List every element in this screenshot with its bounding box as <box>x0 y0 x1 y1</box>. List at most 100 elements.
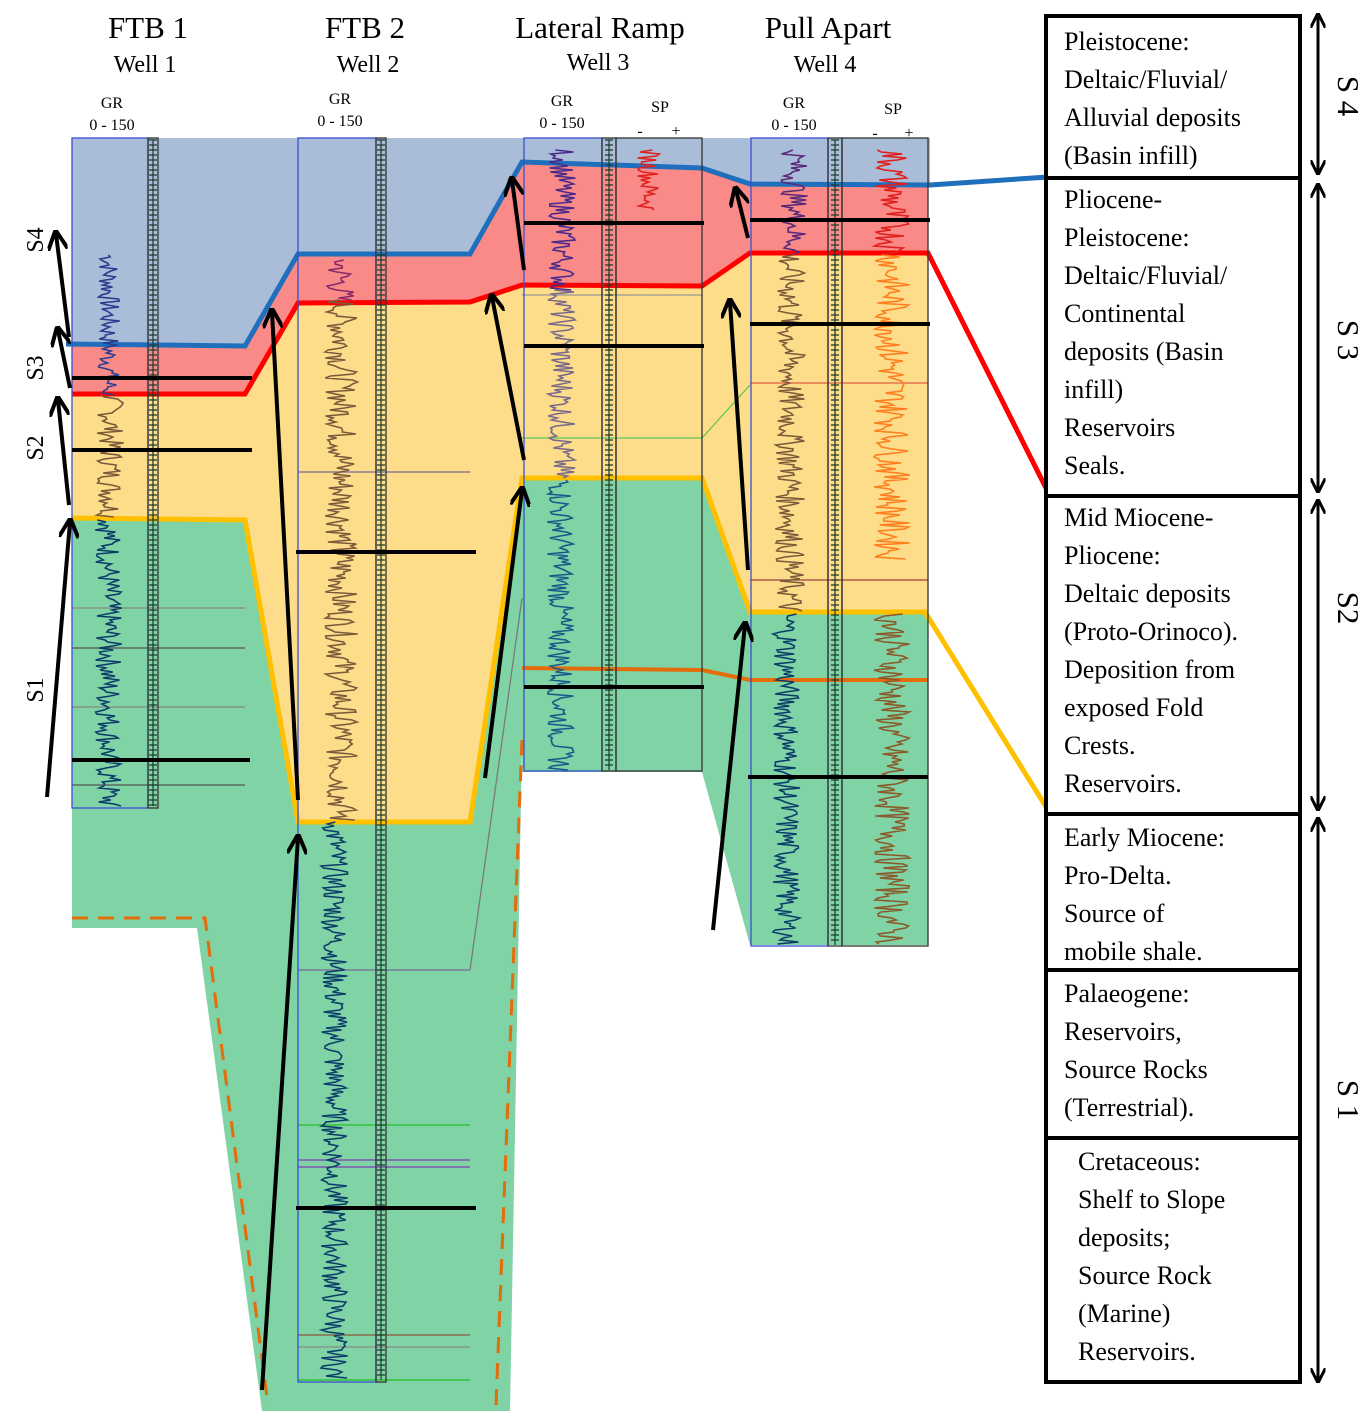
left-sequence-labels: S4 S3 S2 S1 <box>23 227 49 702</box>
legend-line: (Terrestrial). <box>1064 1093 1194 1122</box>
s3-base-line <box>72 250 1051 494</box>
legend-line: (Proto-Orinoco). <box>1064 617 1238 646</box>
legend-line: Reservoirs. <box>1064 769 1182 798</box>
well3-gr-trace-upper <box>547 149 577 291</box>
legend-line: Source Rocks <box>1064 1055 1208 1084</box>
legend-line: Pleistocene: <box>1064 223 1190 252</box>
well4-sp-track <box>841 137 929 947</box>
legend-line: Crests. <box>1064 731 1136 760</box>
left-label-s2: S2 <box>23 435 49 460</box>
legend-line: Palaeogene: <box>1064 979 1190 1008</box>
legend-line: (Basin infill) <box>1064 141 1198 170</box>
legend-line: Mid Miocene- <box>1064 503 1213 532</box>
well2-gr-label: GR <box>329 91 352 108</box>
legend-box-early-miocene <box>1044 812 1302 972</box>
s2-zone-fill <box>72 255 928 820</box>
well3-sp-minus: - <box>637 123 642 140</box>
right-label-s4: S 4 <box>1331 76 1365 117</box>
legend-line: Seals. <box>1064 451 1125 480</box>
legend-line: mobile shale. <box>1064 937 1203 966</box>
depth-ladder <box>831 139 839 945</box>
well-headers: FTB 1 Well 1 GR 0 - 150 FTB 2 Well 2 GR … <box>89 10 913 142</box>
well2-title: FTB 2 <box>325 10 405 45</box>
legend-line: Cretaceous: <box>1078 1147 1201 1176</box>
legend-line: deposits; <box>1078 1223 1170 1252</box>
s4-zone-fill <box>72 138 930 345</box>
legend-line: Deposition from <box>1064 655 1235 684</box>
well2-subtitle: Well 2 <box>337 52 400 78</box>
well3-sp-track <box>615 137 703 772</box>
s1-dashed-boundary-right <box>494 739 524 1406</box>
right-label-s3: S 3 <box>1331 320 1365 361</box>
log-tracks <box>71 137 929 1383</box>
legend-line: Pliocene: <box>1064 541 1161 570</box>
well3-title: Lateral Ramp <box>515 10 685 45</box>
legend-line: Early Miocene: <box>1064 823 1225 852</box>
well3-gr-label: GR <box>551 93 574 110</box>
legend-line: Reservoirs. <box>1078 1337 1196 1366</box>
left-label-s1: S1 <box>23 677 49 702</box>
well3-sp-label: SP <box>651 99 669 116</box>
well4-sp-trace-upper <box>871 149 910 255</box>
well4-gr-label: GR <box>783 95 806 112</box>
right-sequence-labels: S 4 S 3 S2 S 1 <box>1331 76 1365 1121</box>
well3-sp-trace <box>635 149 662 211</box>
well3-subtitle: Well 3 <box>567 50 630 76</box>
legend-line: Alluvial deposits <box>1064 103 1241 132</box>
well2-gr-trace-top <box>325 259 354 301</box>
depth-ladder <box>149 139 157 806</box>
legend-line: Deltaic/Fluvial/ <box>1064 261 1228 290</box>
well4-sp-label: SP <box>884 101 902 118</box>
legend-line: Deltaic deposits <box>1064 579 1231 608</box>
well4-gr-trace-upper <box>779 149 808 255</box>
left-label-s4: S4 <box>23 227 49 252</box>
well4-sp-plus: + <box>904 125 913 142</box>
legend: Pleistocene: Deltaic/Fluvial/Alluvial dep… <box>1044 14 1302 1384</box>
well1-gr-trace-mid <box>94 394 125 518</box>
well3-gr-trace-mid <box>545 289 578 479</box>
well4-gr-trace-mid <box>773 254 807 612</box>
well3-gr-range: 0 - 150 <box>539 115 584 132</box>
well4-gr-range: 0 - 150 <box>771 117 816 134</box>
legend-line: deposits (Basin <box>1064 337 1224 366</box>
legend-line: Continental <box>1064 299 1185 328</box>
legend-line: Pleistocene: <box>1064 27 1190 56</box>
well2-gr-trace-mid <box>322 299 360 821</box>
well3-gr-trace-lower <box>544 479 576 771</box>
legend-line: Reservoirs <box>1064 413 1175 442</box>
well1-gr-range: 0 - 150 <box>89 117 134 134</box>
right-label-s2: S2 <box>1331 592 1365 625</box>
legend-box-plio-pleistocene <box>1044 176 1302 498</box>
well1-gr-label: GR <box>101 95 124 112</box>
legend-box-palaeogene <box>1044 968 1302 1140</box>
well4-sp-minus: - <box>872 125 877 142</box>
well4-sp-trace-mid <box>872 254 912 560</box>
s1-zone-fill <box>72 478 928 1411</box>
legend-line: Pliocene- <box>1064 185 1162 214</box>
upward-arrows <box>45 180 748 1391</box>
depth-ladder <box>605 139 613 770</box>
legend-line: Pro-Delta. <box>1064 861 1172 890</box>
well2-gr-range: 0 - 150 <box>317 113 362 130</box>
well1-depth-track <box>147 137 159 809</box>
well1-subtitle: Well 1 <box>114 52 177 78</box>
s1-dashed-boundary <box>72 916 270 1406</box>
well3-sp-plus: + <box>671 123 680 140</box>
well4-title: Pull Apart <box>765 10 892 45</box>
well2-depth-track <box>375 137 387 1383</box>
well4-subtitle: Well 4 <box>794 52 857 78</box>
legend-box-mid-miocene <box>1044 494 1302 816</box>
left-label-s3: S3 <box>23 355 49 380</box>
well1-gr-trace-upper <box>96 254 121 396</box>
legend-line: Reservoirs, <box>1064 1017 1182 1046</box>
s2-base-line <box>71 475 1051 825</box>
right-label-s1: S 1 <box>1331 1080 1365 1121</box>
black-markers <box>72 218 930 1210</box>
legend-line: Source Rock <box>1078 1261 1212 1290</box>
legend-line: Deltaic/Fluvial/ <box>1064 65 1228 94</box>
sequence-fills <box>72 138 930 1411</box>
legend-box-cretaceous <box>1044 1136 1302 1384</box>
legend-line: infill) <box>1064 375 1123 404</box>
legend-line: Shelf to Slope <box>1078 1185 1225 1214</box>
